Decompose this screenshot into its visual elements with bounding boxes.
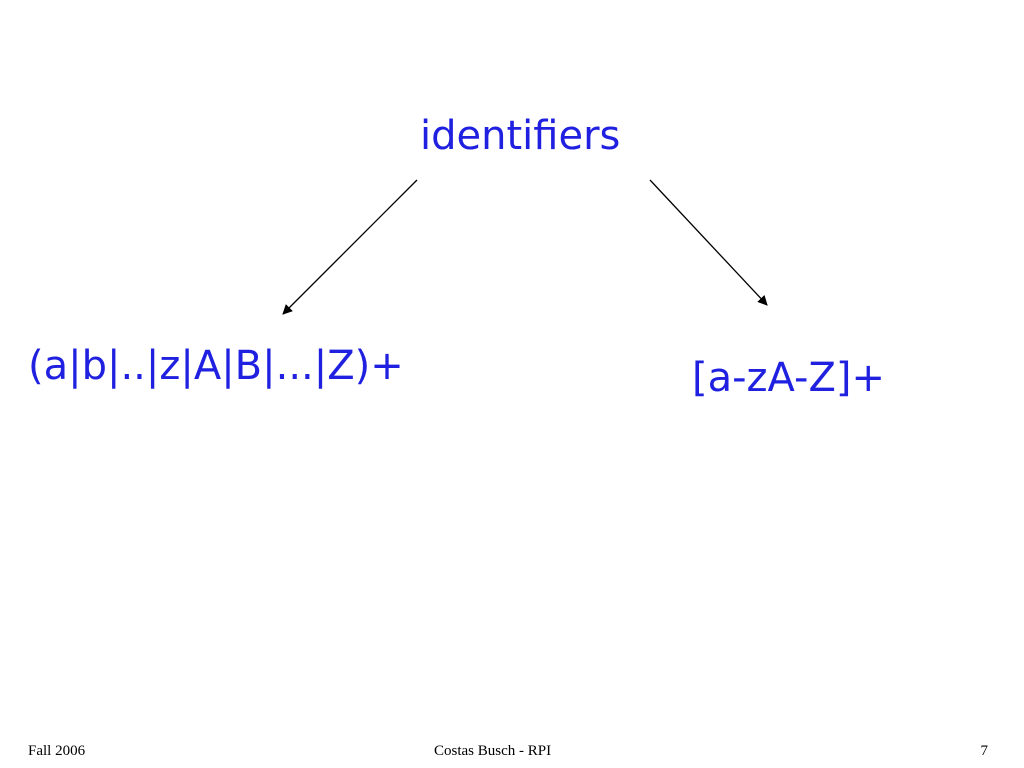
footer-page-number: 7 xyxy=(980,743,989,759)
edge-root-to-right xyxy=(649,179,768,306)
footer-author: Costas Busch - RPI xyxy=(434,743,552,759)
node-identifiers: identifiers xyxy=(420,113,621,159)
node-explicit-alternation: (a|b|..|z|A|B|...|Z)+ xyxy=(28,343,404,389)
node-character-class: [a-zA-Z]+ xyxy=(692,355,885,401)
footer-date: Fall 2006 xyxy=(28,743,86,759)
edge-root-to-left xyxy=(282,179,418,315)
